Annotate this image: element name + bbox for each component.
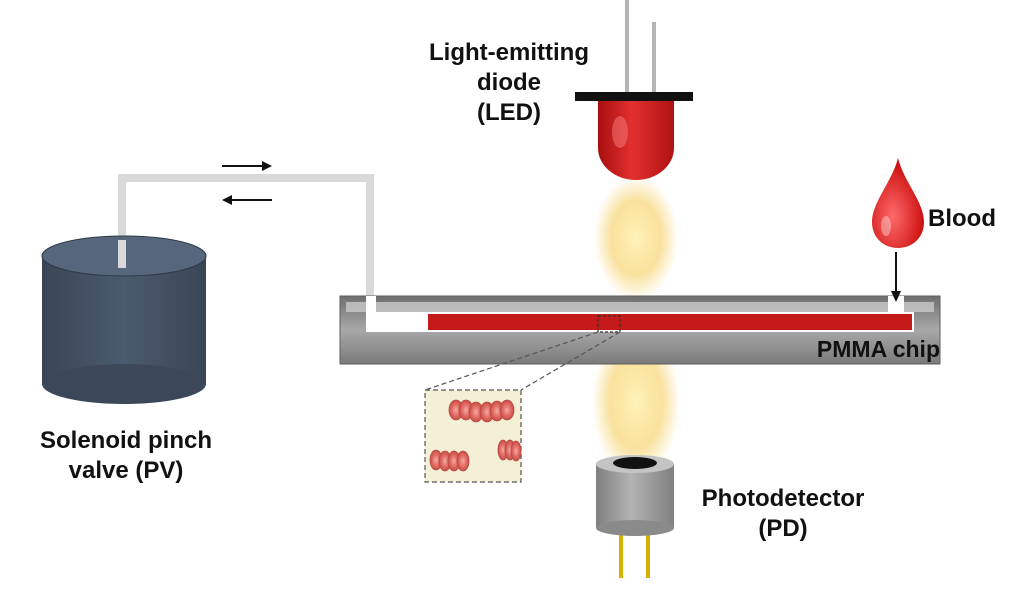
detector-label-line-1: Photodetector: [701, 485, 865, 512]
blood-label: Blood: [928, 205, 996, 232]
chip-label: PMMA chip: [816, 336, 940, 362]
valve-label: Solenoid pinch valve (PV): [28, 426, 224, 486]
rbc-cluster-right: [497, 439, 522, 462]
arrow-right-icon: [222, 161, 272, 171]
zoom-line-left: [424, 331, 599, 391]
pmma-chip: [339, 295, 941, 365]
blood-drop-icon: [872, 158, 924, 248]
zoom-line-right: [520, 331, 621, 391]
valve-label-line-1: Solenoid pinch: [40, 427, 212, 454]
rbc-cluster-bottom-left: [429, 449, 470, 472]
led-label-line-3: (LED): [477, 99, 541, 126]
arrow-down-icon: [891, 252, 901, 302]
led-leads: [625, 0, 656, 92]
led-icon: [575, 92, 693, 180]
detector-label-line-2: (PD): [758, 515, 808, 542]
valve-label-line-2: valve (PV): [68, 457, 184, 484]
led-label-line-2: diode: [477, 69, 541, 96]
rbc-cluster-top: [448, 399, 515, 423]
tubing: [118, 174, 374, 304]
rbc-inset: [424, 389, 522, 483]
arrow-left-icon: [222, 195, 272, 205]
blood-channel: [428, 314, 912, 330]
led-label: Light-emitting diode (LED): [416, 38, 602, 128]
led-label-line-1: Light-emitting: [429, 39, 589, 66]
magnified-region-marker: [597, 315, 621, 333]
photodetector-icon: [596, 455, 674, 578]
solenoid-valve-icon: [41, 235, 207, 404]
detector-label: Photodetector (PD): [684, 484, 882, 544]
